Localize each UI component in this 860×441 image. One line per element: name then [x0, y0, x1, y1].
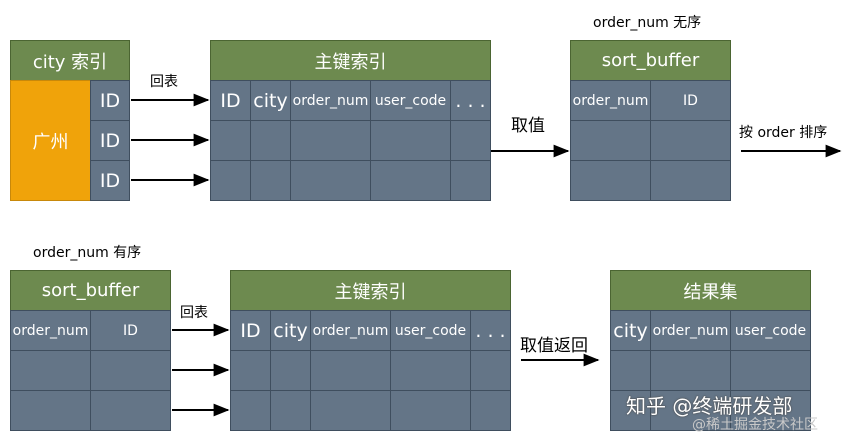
- result-column-header: user_code: [730, 310, 811, 351]
- lookup-back-label: 回表: [150, 74, 178, 90]
- pk-column-header: order_num: [310, 310, 391, 351]
- watermark-zhihu: 知乎 @终端研发部: [626, 394, 793, 418]
- table-cell: [570, 120, 651, 161]
- pk-column-header: . . .: [450, 80, 491, 121]
- table-cell: [370, 160, 451, 201]
- table-cell: [470, 350, 511, 391]
- watermark-juejin: @稀土掘金技术社区: [692, 417, 818, 433]
- table-cell: [250, 160, 291, 201]
- sort-buffer-column: ID: [90, 310, 171, 351]
- table-cell: [650, 160, 731, 201]
- lookup-back-label: 回表: [180, 305, 208, 321]
- primary-key-index-header: 主键索引: [230, 270, 511, 311]
- table-cell: [270, 390, 311, 431]
- city-index-id-cell: ID: [90, 80, 130, 121]
- table-cell: [10, 390, 91, 431]
- table-cell: [210, 160, 251, 201]
- pk-column-header: city: [250, 80, 291, 121]
- fetch-value-label: 取值: [511, 116, 545, 136]
- table-cell: [390, 390, 471, 431]
- pk-column-header: city: [270, 310, 311, 351]
- sort-by-order-label: 按 order 排序: [739, 125, 828, 141]
- sort-buffer-column: order_num: [10, 310, 91, 351]
- sort-buffer-header: sort_buffer: [10, 270, 171, 311]
- table-cell: [310, 350, 391, 391]
- table-cell: [570, 160, 651, 201]
- table-cell: [450, 160, 491, 201]
- sort-buffer-column: ID: [650, 80, 731, 121]
- pk-column-header: . . .: [470, 310, 511, 351]
- primary-key-index-header: 主键索引: [210, 40, 491, 81]
- city-value-cell: 广州: [10, 80, 91, 201]
- fetch-and-return-label: 取值返回: [520, 336, 588, 356]
- pk-column-header: user_code: [370, 80, 451, 121]
- table-cell: [290, 120, 371, 161]
- table-cell: [250, 120, 291, 161]
- table-cell: [650, 390, 731, 431]
- table-cell: [290, 160, 371, 201]
- result-column-header: order_num: [650, 310, 731, 351]
- sort-buffer-note: order_num 有序: [33, 245, 142, 261]
- pk-column-header: order_num: [290, 80, 371, 121]
- table-cell: [650, 350, 731, 391]
- table-cell: [470, 390, 511, 431]
- sort-buffer-header: sort_buffer: [570, 40, 731, 81]
- city-index-header: city 索引: [10, 40, 130, 81]
- table-cell: [390, 350, 471, 391]
- table-cell: [90, 350, 171, 391]
- table-cell: [90, 390, 171, 431]
- sort-buffer-column: order_num: [570, 80, 651, 121]
- table-cell: [10, 350, 91, 391]
- city-index-id-cell: ID: [90, 160, 130, 201]
- table-cell: [730, 390, 811, 431]
- sort-buffer-note: order_num 无序: [593, 15, 702, 31]
- result-set-header: 结果集: [610, 270, 811, 311]
- pk-column-header: user_code: [390, 310, 471, 351]
